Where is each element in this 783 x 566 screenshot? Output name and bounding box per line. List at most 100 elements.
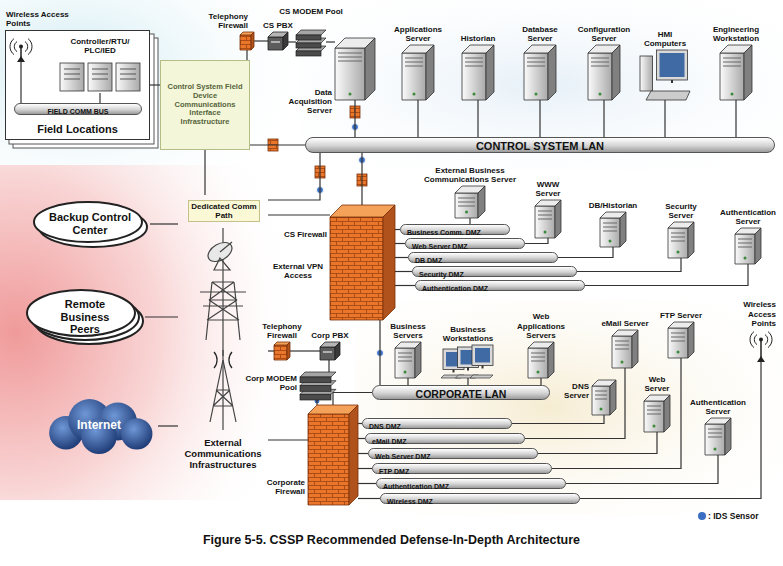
node-text: eMail DMZ: [372, 437, 407, 446]
node-text: Business Servers: [385, 322, 431, 340]
node-text: Data Acquisition Server: [284, 88, 332, 116]
network-link: [150, 223, 178, 224]
firewall-node: CS Firewall: [330, 205, 395, 320]
network-link: [580, 362, 761, 499]
node-text: Telephony Firewall: [190, 12, 248, 30]
field-locations-box: Field LocationsController/RTU/ PLC/IEDFI…: [5, 30, 150, 140]
server-symbol: [402, 45, 434, 100]
network-link: [395, 285, 415, 286]
legend-row: : IDS Sensor: [698, 506, 759, 524]
server-node: Data Acquisition Server: [335, 38, 375, 100]
server-node: FTP Server: [668, 322, 694, 358]
node-text: CS PBX: [260, 21, 296, 30]
node-text: Telephony Firewall: [256, 322, 308, 340]
node-text: CORPORATE LAN: [416, 388, 507, 401]
network-link: [358, 468, 372, 469]
network-link: [145, 316, 178, 317]
comm-infrastructure-art: [200, 228, 246, 430]
server-node: DB/Historian: [600, 212, 626, 247]
pc-symbol: [640, 50, 690, 100]
server-node: Web Applications Servers: [528, 342, 554, 378]
server-symbol: [735, 228, 761, 264]
node-text: Internet: [77, 419, 121, 433]
node-text: CS Firewall: [283, 230, 327, 239]
network-link: [407, 378, 408, 385]
node-text: External Business Communications Server: [418, 166, 522, 184]
network-link: [467, 378, 468, 385]
server-symbol: [668, 322, 694, 358]
computer-node: HMI Computers: [640, 50, 690, 100]
node-text: CONTROL SYSTEM LAN: [476, 139, 604, 153]
node-text: FTP Server: [658, 311, 704, 320]
server-node: Authentication Server: [735, 228, 761, 264]
network-pipe: FIELD COMM BUS: [14, 103, 142, 115]
wireless-access-node: Wireless Access Points: [12, 40, 30, 62]
node-text: DNS Server: [555, 382, 589, 400]
node-text: DB DMZ: [415, 256, 442, 265]
network-link: [354, 100, 355, 137]
network-pipe: Web Server DMZ: [405, 238, 525, 249]
network-pipe: DB DMZ: [408, 252, 558, 263]
pbx-symbol: [268, 32, 288, 50]
server-symbol: [528, 342, 554, 378]
modem-symbol: [300, 372, 336, 398]
node-text: Business Comm. DMZ: [407, 228, 481, 237]
figure-caption: Figure 5-5. CSSP Recommended Defense-In-…: [0, 533, 783, 547]
network-link: [477, 100, 478, 137]
node-text: Wireless DMZ: [387, 497, 433, 506]
node-text: DNS DMZ: [369, 422, 401, 431]
network-link: [361, 153, 362, 205]
network-link: [268, 439, 308, 440]
network-link: [585, 264, 748, 286]
node-text: Business Workstations: [437, 325, 499, 343]
network-pipe: CORPORATE LAN: [372, 385, 550, 400]
network-link: [525, 238, 548, 244]
server-node: DNS Server: [592, 380, 616, 415]
node-text: Security Server: [656, 202, 706, 220]
network-link: [538, 432, 657, 454]
network-link: [358, 498, 380, 499]
server-node: Historian: [462, 45, 494, 100]
modem-pool-node: Corp MODEM Pool: [300, 372, 336, 398]
server-symbol: [535, 200, 561, 238]
network-pipe: FTP DMZ: [372, 463, 552, 474]
annotation-label: External VPN Access: [270, 262, 326, 280]
network-link: [268, 153, 320, 200]
node-text: CS MODEM Pool: [276, 7, 346, 16]
node-text: Web Server DMZ: [412, 242, 468, 251]
server-node: Security Server: [668, 222, 694, 258]
network-link: [558, 247, 613, 258]
server-symbol: [612, 330, 638, 368]
node-text: Wireless Access Points: [6, 10, 78, 28]
region-shading: [0, 0, 783, 515]
network-link: [358, 453, 368, 454]
network-link: [333, 393, 372, 406]
server-symbol: [720, 45, 752, 100]
network-pipe: DNS DMZ: [362, 418, 512, 429]
network-pipe: Authentication DMZ: [415, 280, 585, 291]
node-text: Web Server: [637, 375, 677, 393]
antenna-symbol: [752, 330, 770, 362]
node-text: DB/Historian: [581, 201, 645, 210]
node-text: Corporate Firewall: [255, 478, 305, 496]
network-link: [395, 243, 405, 244]
node-text: Engineering Workstation: [705, 25, 767, 43]
node-text: External Communications Infrastructures: [178, 438, 268, 471]
network-link: [254, 40, 268, 41]
network-pipe: Business Comm. DMZ: [400, 224, 510, 235]
node-text: Database Server: [512, 25, 568, 43]
network-pipe: eMail DMZ: [365, 433, 525, 444]
network-link: [250, 144, 305, 145]
server-symbol: [600, 212, 626, 247]
network-link: [417, 100, 418, 137]
node-text: Backup Control Center: [40, 211, 140, 236]
node-text: Configuration Server: [571, 25, 637, 43]
annotation-label: Dedicated Comm Path: [188, 200, 260, 222]
node-text: Corp MODEM Pool: [239, 374, 297, 392]
network-pipe: Wireless DMZ: [380, 493, 580, 504]
server-node: Business Servers: [395, 342, 421, 378]
workstations-node: Business Workstations: [443, 345, 493, 378]
fws-symbol: [274, 342, 290, 360]
network-link: [540, 378, 541, 385]
